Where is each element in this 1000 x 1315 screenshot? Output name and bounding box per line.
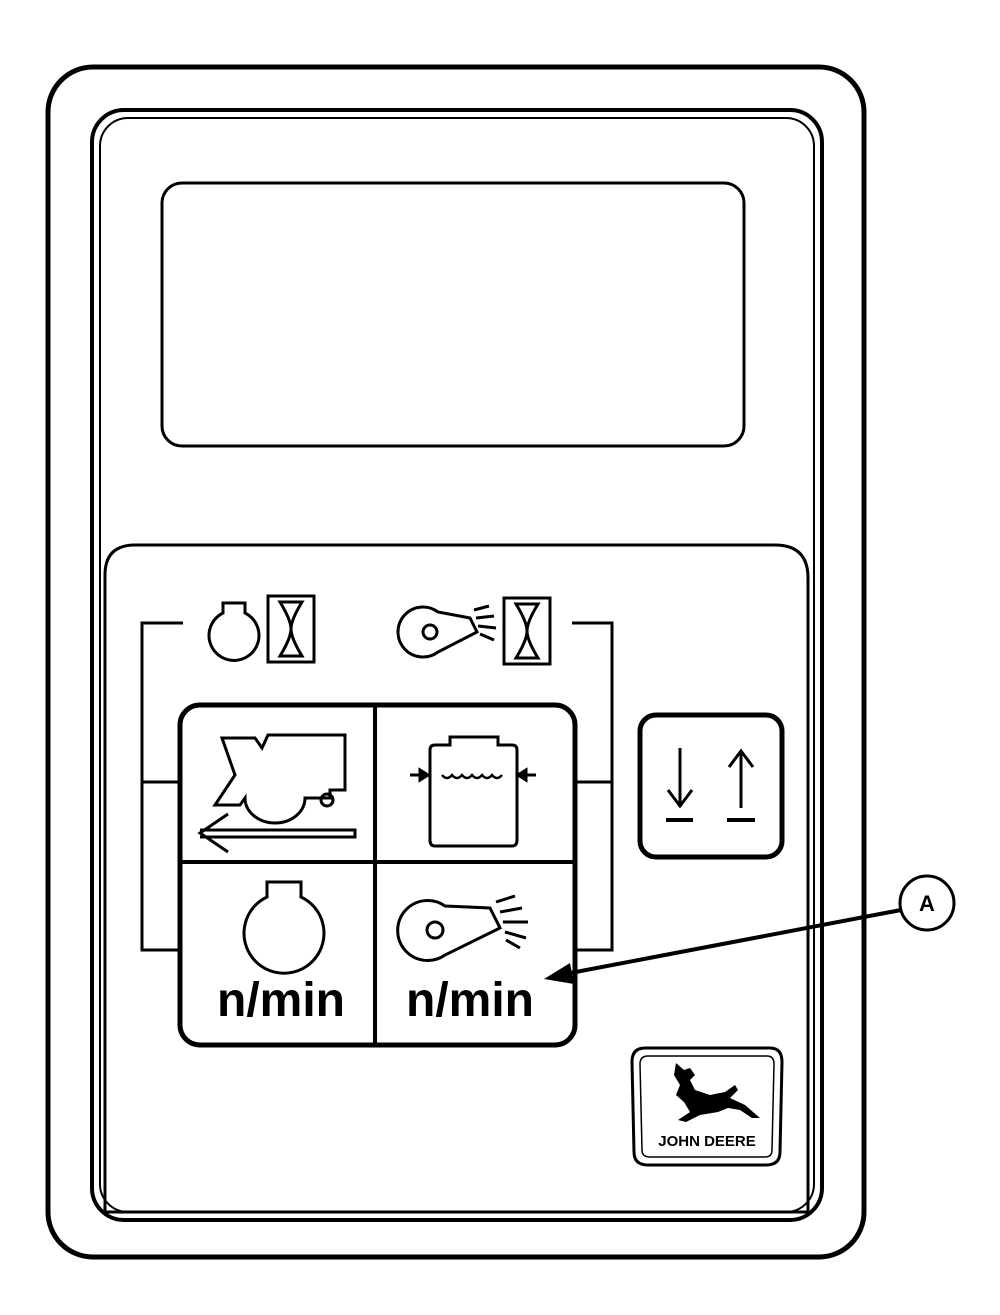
callout-label: A: [919, 891, 935, 916]
right-bracket: [572, 621, 614, 952]
grain-tank-level-icon: [410, 735, 536, 848]
leaping-deer-icon: [674, 1063, 760, 1122]
engine-icon: [242, 880, 326, 975]
down-up-arrows-icon: [666, 748, 755, 822]
callout-arrowhead: [544, 963, 574, 984]
callout-leader-line: [559, 908, 902, 977]
engine-rpm-key[interactable]: n/min: [183, 864, 373, 1042]
combine-travel-key[interactable]: [183, 708, 373, 860]
keypad: [177, 702, 578, 1048]
display-window: [160, 181, 746, 448]
john-deere-wordmark: JOHN DEERE: [658, 1133, 756, 1150]
outer-housing: [45, 64, 867, 1260]
engine-rpm-label: n/min: [217, 974, 345, 1027]
cleaning-fan-icon: [396, 894, 528, 962]
fan-rpm-label: n/min: [406, 974, 534, 1027]
inner-bezel: [90, 108, 824, 1222]
fan-rpm-key[interactable]: n/min: [377, 864, 572, 1042]
control-panel-area: [103, 543, 810, 1214]
combine-harvester-travel-icon: [197, 733, 357, 854]
hourglass-icon: [502, 596, 552, 666]
engine-icon: [207, 601, 261, 662]
down-up-toggle-button[interactable]: [637, 712, 785, 860]
john-deere-logo: JOHN DEERE: [630, 1046, 784, 1167]
left-bracket: [140, 621, 183, 952]
callout-a: A: [544, 874, 956, 984]
cleaning-fan-icon: [396, 604, 497, 659]
grain-tank-key[interactable]: [377, 708, 572, 860]
hourglass-icon: [266, 594, 316, 664]
